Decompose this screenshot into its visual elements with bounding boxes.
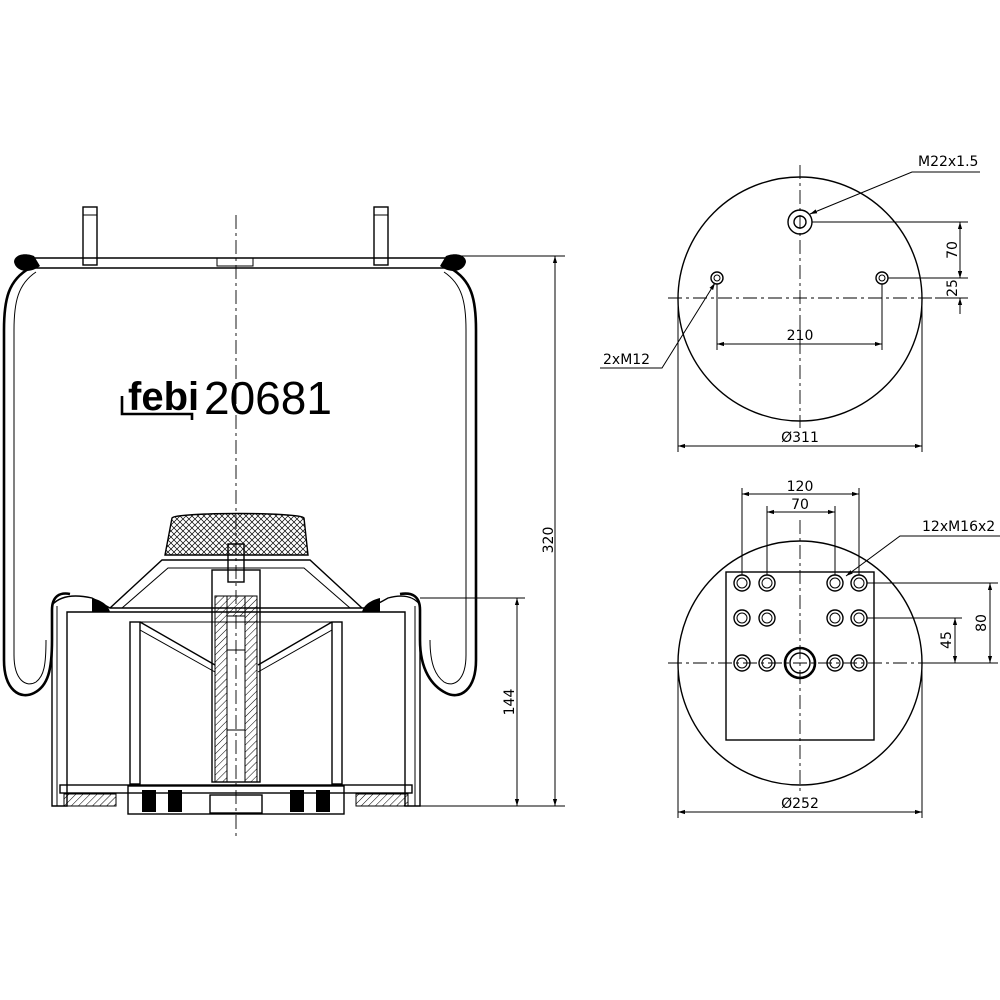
febi-logo: febi [120, 375, 199, 420]
center-port [783, 646, 817, 680]
offset-70-value: 70 [945, 241, 961, 259]
air-port-label: M22x1.5 [918, 154, 978, 170]
side-view: 320 144 febi 20681 [2, 206, 565, 840]
m16-holes [733, 574, 868, 672]
top-view: M22x1.5 2xM12 210 70 25 Ø311 [600, 154, 980, 452]
top-diameter-value: Ø311 [781, 430, 819, 446]
mounting-studs [82, 206, 389, 266]
stud-holes [710, 271, 889, 285]
studs-label: 2xM12 [603, 352, 650, 368]
offset-25-value: 25 [945, 279, 961, 297]
bolt-spacing-value: 210 [787, 328, 814, 344]
bottom-view: 120 70 12xM16x2 80 45 Ø252 [668, 479, 1000, 818]
top-plate [14, 254, 466, 271]
inner-spacing-value: 70 [791, 497, 809, 513]
overall-height-value: 320 [541, 527, 557, 554]
bottom-diameter-value: Ø252 [781, 796, 819, 812]
outer-spacing-value: 120 [787, 479, 814, 495]
vert-80-value: 80 [974, 614, 990, 632]
vert-45-value: 45 [939, 631, 955, 649]
piston-height-value: 144 [502, 689, 518, 716]
dim-overall-height: 320 [420, 255, 565, 807]
part-number: 20681 [204, 372, 332, 424]
dim-piston-height: 144 [420, 597, 525, 806]
logo-text: febi [128, 375, 199, 419]
holes-label: 12xM16x2 [922, 519, 995, 535]
